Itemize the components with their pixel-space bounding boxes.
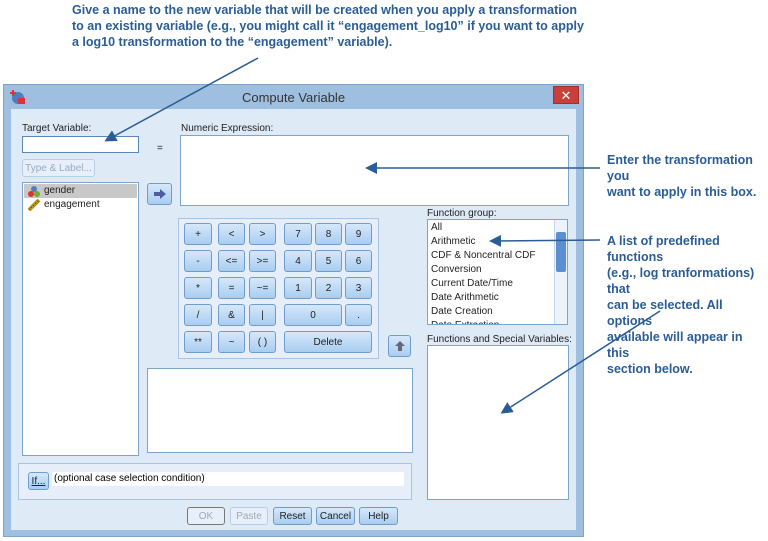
- equals-sign: =: [157, 143, 163, 154]
- annotation-line: A list of predefined functions: [607, 234, 720, 264]
- keypad-button[interactable]: 1: [284, 277, 312, 299]
- keypad-button[interactable]: +: [184, 223, 212, 245]
- numeric-expression-label: Numeric Expression:: [181, 123, 274, 134]
- annotation-functions: A list of predefined functions (e.g., lo…: [607, 233, 768, 377]
- keypad-button[interactable]: 5: [315, 250, 342, 272]
- target-variable-label: Target Variable:: [22, 123, 92, 134]
- keypad-button[interactable]: 9: [345, 223, 372, 245]
- type-label-button[interactable]: Type & Label...: [22, 159, 95, 177]
- scrollbar-thumb[interactable]: [556, 232, 566, 272]
- annotation-line: Give a name to the new variable that wil…: [72, 3, 577, 17]
- function-group-item[interactable]: Current Date/Time: [431, 278, 513, 289]
- keypad-button[interactable]: &: [218, 304, 245, 326]
- window-title: Compute Variable: [241, 90, 346, 105]
- keypad-button[interactable]: .: [345, 304, 372, 326]
- keypad-button[interactable]: 4: [284, 250, 312, 272]
- expression-help-area: [147, 368, 413, 453]
- annotation-line: to an existing variable (e.g., you might…: [72, 19, 584, 33]
- move-variable-button[interactable]: [147, 183, 172, 205]
- keypad-button[interactable]: ~: [218, 331, 245, 353]
- paste-button[interactable]: Paste: [230, 507, 268, 525]
- keypad-button[interactable]: 2: [315, 277, 342, 299]
- arrow-right-icon: [153, 189, 166, 199]
- keypad-button[interactable]: 0: [284, 304, 342, 326]
- keypad-button[interactable]: Delete: [284, 331, 372, 353]
- variable-name: engagement: [44, 199, 100, 210]
- arrow-to-function-group: [489, 234, 601, 247]
- annotation-line: Enter the transformation you: [607, 153, 753, 183]
- functions-special-label: Functions and Special Variables:: [427, 334, 572, 345]
- scale-ruler-icon: [27, 199, 41, 211]
- annotation-line: want to apply in this box.: [607, 185, 757, 199]
- annotation-target: Give a name to the new variable that wil…: [72, 2, 584, 50]
- variable-item-engagement[interactable]: engagement: [24, 198, 137, 212]
- if-condition-panel: If... (optional case selection condition…: [18, 463, 412, 500]
- keypad-button[interactable]: 3: [345, 277, 372, 299]
- keypad-button[interactable]: /: [184, 304, 212, 326]
- keypad-button[interactable]: 6: [345, 250, 372, 272]
- close-button[interactable]: ✕: [553, 86, 579, 104]
- function-group-item[interactable]: Conversion: [431, 264, 482, 275]
- annotation-line: a log10 transformation to the “engagemen…: [72, 35, 393, 49]
- if-button[interactable]: If...: [28, 472, 49, 490]
- variable-item-gender[interactable]: gender: [24, 184, 137, 198]
- spss-app-icon: [10, 90, 25, 104]
- annotation-line: section below.: [607, 362, 693, 376]
- scrollbar[interactable]: [554, 220, 567, 324]
- keypad-button[interactable]: |: [249, 304, 276, 326]
- annotation-line: (e.g., log tranformations) that: [607, 266, 755, 296]
- compute-variable-dialog: Compute Variable ✕ Target Variable: = Ty…: [3, 84, 584, 537]
- arrow-up-icon: [394, 341, 405, 351]
- arrow-to-functions-list: [500, 310, 661, 414]
- function-group-item[interactable]: Arithmetic: [431, 236, 476, 247]
- function-group-item[interactable]: CDF & Noncentral CDF: [431, 250, 536, 261]
- move-function-up-button[interactable]: [388, 335, 411, 357]
- keypad-button[interactable]: 8: [315, 223, 342, 245]
- if-condition-text: (optional case selection condition): [52, 472, 404, 486]
- title-bar[interactable]: Compute Variable ✕: [4, 85, 583, 109]
- keypad-button[interactable]: >: [249, 223, 276, 245]
- keypad-button[interactable]: 7: [284, 223, 312, 245]
- keypad-button[interactable]: ~=: [249, 277, 276, 299]
- keypad-button[interactable]: ( ): [249, 331, 276, 353]
- ok-button[interactable]: OK: [187, 507, 225, 525]
- target-variable-input[interactable]: [22, 136, 139, 153]
- function-group-item[interactable]: Date Extraction: [428, 319, 567, 324]
- keypad-button[interactable]: **: [184, 331, 212, 353]
- keypad-button[interactable]: <=: [218, 250, 245, 272]
- cancel-button[interactable]: Cancel: [316, 507, 355, 525]
- annotation-line: available will appear in this: [607, 330, 743, 360]
- keypad-button[interactable]: =: [218, 277, 245, 299]
- variable-name: gender: [44, 185, 76, 196]
- annotation-expression: Enter the transformation you want to app…: [607, 152, 768, 200]
- help-button[interactable]: Help: [359, 507, 398, 525]
- dialog-body: Target Variable: = Type & Label... gende…: [11, 109, 576, 530]
- keypad-button[interactable]: *: [184, 277, 212, 299]
- reset-button[interactable]: Reset: [273, 507, 312, 525]
- keypad-button[interactable]: -: [184, 250, 212, 272]
- function-group-item[interactable]: Date Arithmetic: [431, 292, 499, 303]
- function-group-item[interactable]: All: [431, 222, 443, 233]
- variable-list[interactable]: gender engagement: [22, 182, 139, 456]
- keypad-button[interactable]: >=: [249, 250, 276, 272]
- function-group-item[interactable]: Date Creation: [431, 306, 493, 317]
- nominal-icon: [28, 186, 40, 197]
- keypad-button[interactable]: <: [218, 223, 245, 245]
- functions-special-list[interactable]: [427, 345, 569, 500]
- annotation-line: can be selected. All options: [607, 298, 723, 328]
- function-group-label: Function group:: [427, 208, 497, 219]
- arrow-to-target-variable: [104, 57, 259, 142]
